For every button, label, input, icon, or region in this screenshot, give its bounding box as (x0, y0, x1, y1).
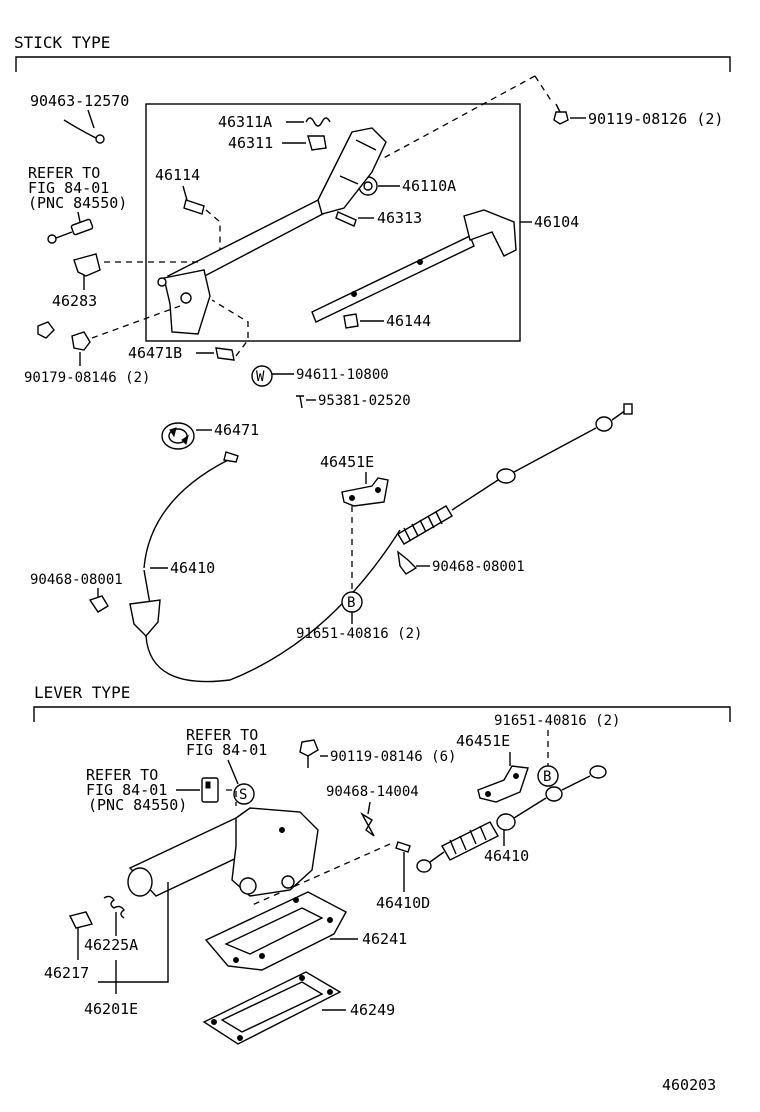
figure-number: 460203 (662, 1076, 716, 1094)
label-46283: 46283 (52, 292, 97, 310)
label-46410d: 46410D (376, 894, 430, 912)
part-pin-46114 (183, 199, 205, 215)
part-bracket-46283 (73, 253, 101, 277)
dashed-link-90119 (379, 75, 553, 161)
label-91651-40816-lever: 91651-40816 (2) (494, 713, 620, 729)
label-90468-08001-left: 90468-08001 (30, 572, 123, 588)
part-spring-46311a (305, 117, 331, 127)
label-46201e: 46201E (84, 1000, 138, 1018)
refer-a-line2: FIG 84-01 (186, 741, 267, 759)
part-clip-90468-14004 (360, 812, 375, 837)
dashed-link-46471b (211, 299, 249, 357)
part-clip-90468-right (397, 550, 418, 575)
label-46471b: 46471B (128, 344, 182, 362)
label-46313: 46313 (377, 209, 422, 227)
label-90463-12570: 90463-12570 (30, 92, 129, 110)
svg-text:B: B (347, 595, 355, 611)
part-spring-46225a (103, 895, 125, 919)
label-46114: 46114 (155, 166, 200, 184)
part-bracket-46451e-stick (341, 477, 389, 507)
label-90468-14004: 90468-14004 (326, 784, 419, 800)
part-bracket-assembly (157, 127, 387, 335)
refer-b-line3: (PNC 84550) (88, 796, 187, 814)
dashed-link-switch (226, 789, 237, 806)
label-46225a: 46225A (84, 936, 138, 954)
label-46241: 46241 (362, 930, 407, 948)
leader-90468-14004 (367, 801, 371, 815)
part-gasket-46249 (202, 971, 342, 1045)
refer-a-line1: REFER TO (186, 726, 258, 744)
section-title-lever-type: LEVER TYPE (34, 683, 130, 702)
section-title-stick-type: STICK TYPE (14, 33, 110, 52)
marker-s: S (233, 783, 255, 805)
svg-text:S: S (239, 787, 247, 803)
part-pin-46471b (215, 347, 235, 361)
part-clip-90468-left (88, 595, 109, 613)
leader-refer-a (227, 759, 239, 785)
part-switch-lever (201, 777, 219, 803)
part-cable-46410-lever (416, 765, 607, 873)
label-46217: 46217 (44, 964, 89, 982)
part-bolt-90119-08146 (299, 739, 319, 768)
part-button-46217 (68, 911, 94, 929)
leader-46114 (182, 185, 188, 201)
part-pawl-46311 (307, 135, 327, 151)
label-90119-08146: 90119-08146 (6) (330, 749, 456, 765)
part-wire-clamp-90463 (63, 119, 105, 144)
part-nut-90179-08146 (71, 331, 91, 351)
part-nut-small (37, 321, 55, 339)
part-handle-rod-46104 (311, 209, 517, 323)
marker-w: W (251, 365, 273, 387)
label-90179-08146: 90179-08146 (2) (24, 370, 150, 386)
label-91651-40816-stick: 91651-40816 (2) (296, 626, 422, 642)
label-46249: 46249 (350, 1001, 395, 1019)
label-46104: 46104 (534, 213, 579, 231)
part-cotter-pin-95381 (296, 395, 304, 409)
label-46144: 46144 (386, 312, 431, 330)
dashed-link-46410d (249, 843, 391, 907)
label-90119-08126: 90119-08126 (2) (588, 110, 723, 128)
svg-text:B: B (543, 769, 551, 785)
leader-46201e (98, 882, 169, 994)
marker-b-lever: B (537, 765, 559, 787)
part-switch-connector (47, 218, 94, 244)
dashed-link-46114 (205, 209, 221, 262)
part-pin-46410d (395, 841, 411, 853)
part-cable-46410-stick (129, 403, 633, 683)
leader-refer-stick (77, 211, 81, 223)
part-plate-46241 (204, 891, 347, 971)
refer-text-line1: REFER TO (28, 164, 100, 182)
leader-90463 (87, 109, 95, 129)
refer-b-line1: REFER TO (86, 766, 158, 784)
label-90468-08001-right: 90468-08001 (432, 559, 525, 575)
label-46410-stick: 46410 (170, 559, 215, 577)
label-94611-10800: 94611-10800 (296, 367, 389, 383)
refer-b-line2: FIG 84-01 (86, 781, 167, 799)
label-46471: 46471 (214, 421, 259, 439)
refer-text-line2: FIG 84-01 (28, 179, 109, 197)
svg-text:W: W (256, 369, 265, 385)
section-bracket-lever (33, 706, 731, 722)
label-46410-lever: 46410 (484, 847, 529, 865)
refer-text-line3: (PNC 84550) (28, 194, 127, 212)
label-46451e-lever: 46451E (456, 732, 510, 750)
dashed-link-90179 (91, 305, 181, 339)
part-bolt-90119-08126 (553, 103, 569, 125)
part-lever-assembly-46201e (127, 807, 319, 897)
part-bracket-46451e-lever (477, 765, 529, 803)
label-46110a: 46110A (402, 177, 456, 195)
label-46311a: 46311A (218, 113, 272, 131)
part-pulley-46471 (161, 422, 195, 450)
label-46311: 46311 (228, 134, 273, 152)
part-rod-46313 (335, 211, 357, 227)
section-bracket-stick (15, 56, 731, 72)
part-cap-46144 (343, 313, 359, 329)
label-46451e-stick: 46451E (320, 453, 374, 471)
label-95381-02520: 95381-02520 (318, 393, 411, 409)
marker-b-stick: B (341, 591, 363, 613)
